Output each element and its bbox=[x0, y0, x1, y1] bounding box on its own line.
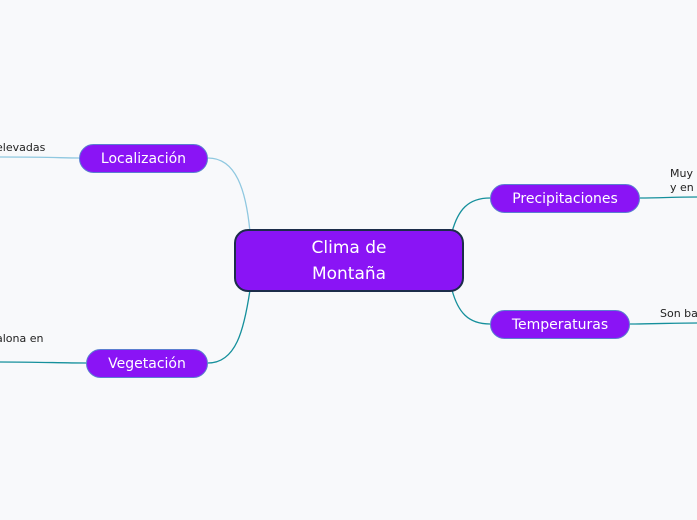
sublink-vegetacion bbox=[0, 361, 87, 364]
sublink-precipitaciones bbox=[639, 196, 697, 199]
central-topic-line1: Clima de bbox=[311, 237, 387, 258]
topic-node-temperaturas[interactable]: Temperaturas bbox=[490, 310, 630, 339]
sublink-temperaturas bbox=[629, 322, 697, 325]
subtopic-text-precipitaciones-1: Muy c bbox=[670, 167, 697, 180]
topic-label-precipitaciones: Precipitaciones bbox=[512, 190, 618, 207]
topic-node-precipitaciones[interactable]: Precipitaciones bbox=[490, 184, 640, 213]
topic-node-localizacion[interactable]: Localización bbox=[79, 144, 208, 173]
topic-label-temperaturas: Temperaturas bbox=[511, 316, 609, 333]
central-topic-node[interactable]: Clima de Montaña bbox=[234, 229, 464, 292]
topic-label-vegetacion: Vegetación bbox=[108, 355, 186, 372]
subtopic-precipitaciones[interactable]: Muy c y en bbox=[670, 167, 697, 195]
subtopic-vegetacion[interactable]: alona en bbox=[0, 332, 43, 346]
topic-node-vegetacion[interactable]: Vegetación bbox=[86, 349, 208, 378]
link-vegetacion bbox=[207, 289, 251, 364]
subtopic-temperaturas[interactable]: Son ba bbox=[660, 307, 697, 321]
topic-label-localizacion: Localización bbox=[100, 150, 187, 167]
subtopic-text-vegetacion: alona en bbox=[0, 332, 44, 345]
sublink-localizacion bbox=[0, 156, 80, 159]
link-localizacion bbox=[207, 157, 251, 233]
subtopic-text-localizacion: elevadas bbox=[0, 141, 46, 154]
central-topic-line2: Montaña bbox=[311, 263, 387, 284]
subtopic-text-temperaturas: Son ba bbox=[660, 307, 697, 320]
subtopic-text-precipitaciones-2: y en bbox=[670, 181, 694, 194]
link-temperaturas bbox=[451, 289, 491, 325]
subtopic-localizacion[interactable]: elevadas bbox=[0, 141, 45, 155]
link-precipitaciones bbox=[451, 197, 491, 233]
